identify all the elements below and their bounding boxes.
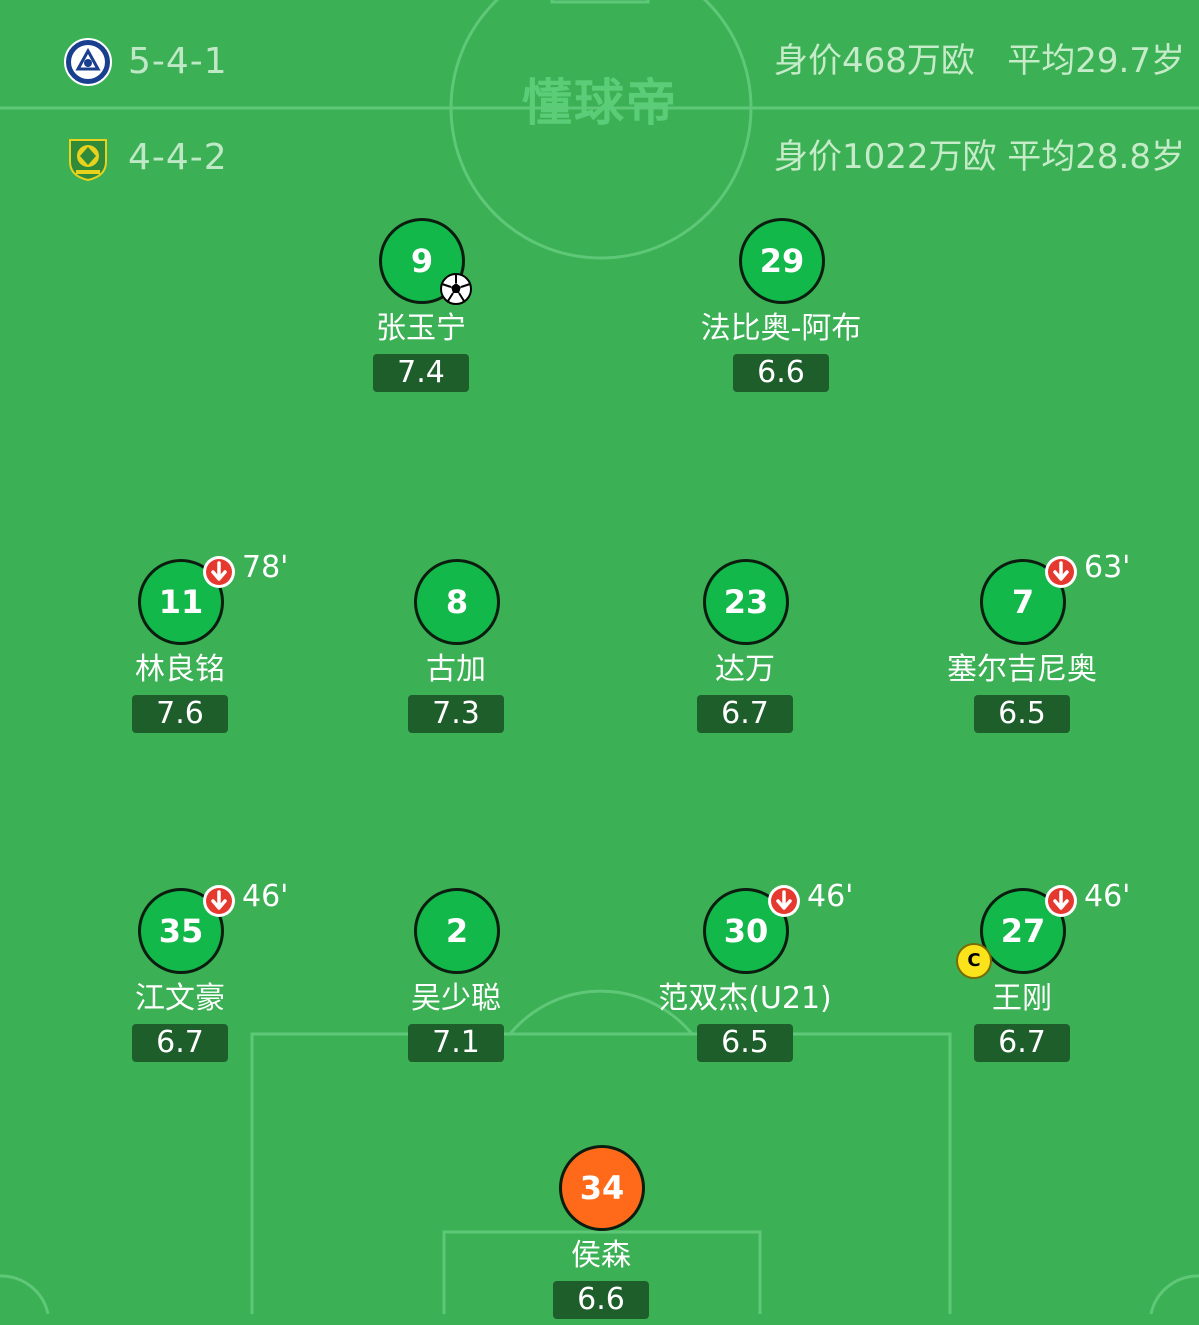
player-card[interactable]: 29 法比奥-阿布 6.6: [681, 218, 881, 398]
player-card[interactable]: 8 古加 7.3: [356, 559, 556, 739]
player-rating: 6.5: [697, 1024, 793, 1062]
captain-badge: C: [956, 943, 992, 979]
player-card[interactable]: 2 吴少聪 7.1: [356, 888, 556, 1068]
goal-ball-icon: [440, 273, 472, 305]
player-card[interactable]: 27 46' C 王刚 6.7: [922, 882, 1130, 1068]
player-name: 塞尔吉尼奥: [947, 652, 1097, 687]
sub-off-arrow-icon: [1045, 556, 1077, 588]
jersey-number: 29: [739, 218, 825, 304]
home-formation: 5-4-1: [128, 41, 228, 82]
player-name: 法比奥-阿布: [700, 311, 862, 346]
jersey-number: 27: [980, 888, 1066, 974]
player-card[interactable]: 7 63' 塞尔吉尼奥 6.5: [922, 553, 1130, 739]
player-name: 达万: [715, 652, 775, 687]
sub-off-arrow-icon: [768, 885, 800, 917]
sub-off-arrow-icon: [203, 885, 235, 917]
player-rating: 6.7: [697, 695, 793, 733]
sub-minute: 78': [242, 550, 289, 585]
home-team-row: 5-4-1 身价468万欧 平均29.7岁: [0, 34, 1199, 94]
jersey-number: 8: [414, 559, 500, 645]
home-avg-age: 平均29.7岁: [1007, 41, 1185, 81]
player-rating: 6.6: [733, 354, 829, 392]
player-card[interactable]: 30 46' 范双杰(U21) 6.5: [645, 882, 853, 1068]
jersey-number: 34: [559, 1145, 645, 1231]
sub-off-arrow-icon: [203, 556, 235, 588]
player-card[interactable]: 23 达万 6.7: [645, 559, 845, 739]
sub-minute: 63': [1084, 550, 1131, 585]
player-rating: 6.7: [974, 1024, 1070, 1062]
player-rating: 7.4: [373, 354, 469, 392]
player-name: 林良铭: [135, 652, 225, 687]
player-name: 江文豪: [135, 981, 225, 1016]
player-name: 范双杰(U21): [658, 981, 832, 1016]
player-name: 王刚: [992, 981, 1052, 1016]
player-rating: 6.6: [553, 1281, 649, 1319]
sub-minute: 46': [1084, 879, 1131, 914]
brand-watermark: 懂球帝: [522, 74, 678, 132]
sub-minute: 46': [807, 879, 854, 914]
away-formation: 4-4-2: [128, 137, 228, 178]
player-name: 吴少聪: [411, 981, 501, 1016]
goalkeeper-card[interactable]: 34 侯森 6.6: [501, 1145, 701, 1325]
home-team-meta: 身价468万欧 平均29.7岁: [774, 44, 1185, 78]
player-rating: 6.5: [974, 695, 1070, 733]
sub-minute: 46': [242, 879, 289, 914]
club-crest-icon[interactable]: [64, 38, 112, 86]
jersey-number: 23: [703, 559, 789, 645]
player-name: 侯森: [571, 1238, 631, 1273]
away-value: 身价1022万欧: [773, 137, 997, 177]
beijing-guoan-crest-icon[interactable]: [64, 134, 112, 182]
jersey-number: 2: [414, 888, 500, 974]
away-avg-age: 平均28.8岁: [1007, 137, 1185, 177]
player-card[interactable]: 11 78' 林良铭 7.6: [80, 553, 288, 739]
player-rating: 7.3: [408, 695, 504, 733]
player-rating: 6.7: [132, 1024, 228, 1062]
player-rating: 7.1: [408, 1024, 504, 1062]
home-value: 身价468万欧: [773, 41, 975, 81]
player-rating: 7.6: [132, 695, 228, 733]
player-name: 张玉宁: [376, 311, 466, 346]
player-name: 古加: [426, 652, 486, 687]
player-card[interactable]: 35 46' 江文豪 6.7: [80, 882, 288, 1068]
player-card[interactable]: 9 张玉宁 7.4: [321, 218, 521, 398]
away-team-meta: 身价1022万欧 平均28.8岁: [774, 140, 1185, 174]
sub-off-arrow-icon: [1045, 885, 1077, 917]
away-team-row: 4-4-2 身价1022万欧 平均28.8岁: [0, 128, 1199, 188]
